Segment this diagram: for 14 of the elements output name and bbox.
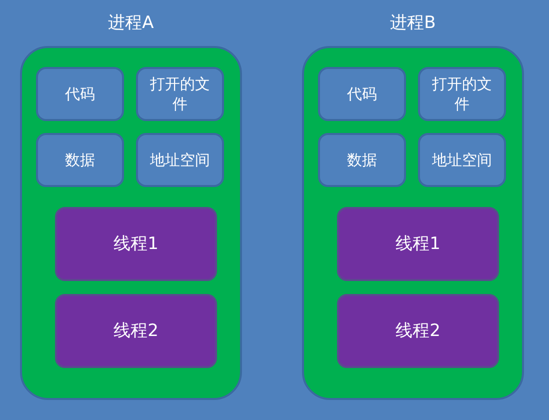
thread-box: 线程2 [337, 294, 499, 368]
process-title: 进程B [390, 12, 436, 35]
thread-box: 线程1 [337, 207, 499, 281]
process-title: 进程A [108, 12, 154, 35]
resource-box: 数据 [36, 133, 124, 187]
thread-box: 线程2 [55, 294, 217, 368]
resource-box: 代码 [36, 67, 124, 121]
resource-box: 数据 [318, 133, 406, 187]
resource-box: 代码 [318, 67, 406, 121]
resource-box: 地址空间 [136, 133, 224, 187]
resource-box: 打开的文件 [418, 67, 506, 121]
resource-box: 地址空间 [418, 133, 506, 187]
resource-box: 打开的文件 [136, 67, 224, 121]
thread-box: 线程1 [55, 207, 217, 281]
